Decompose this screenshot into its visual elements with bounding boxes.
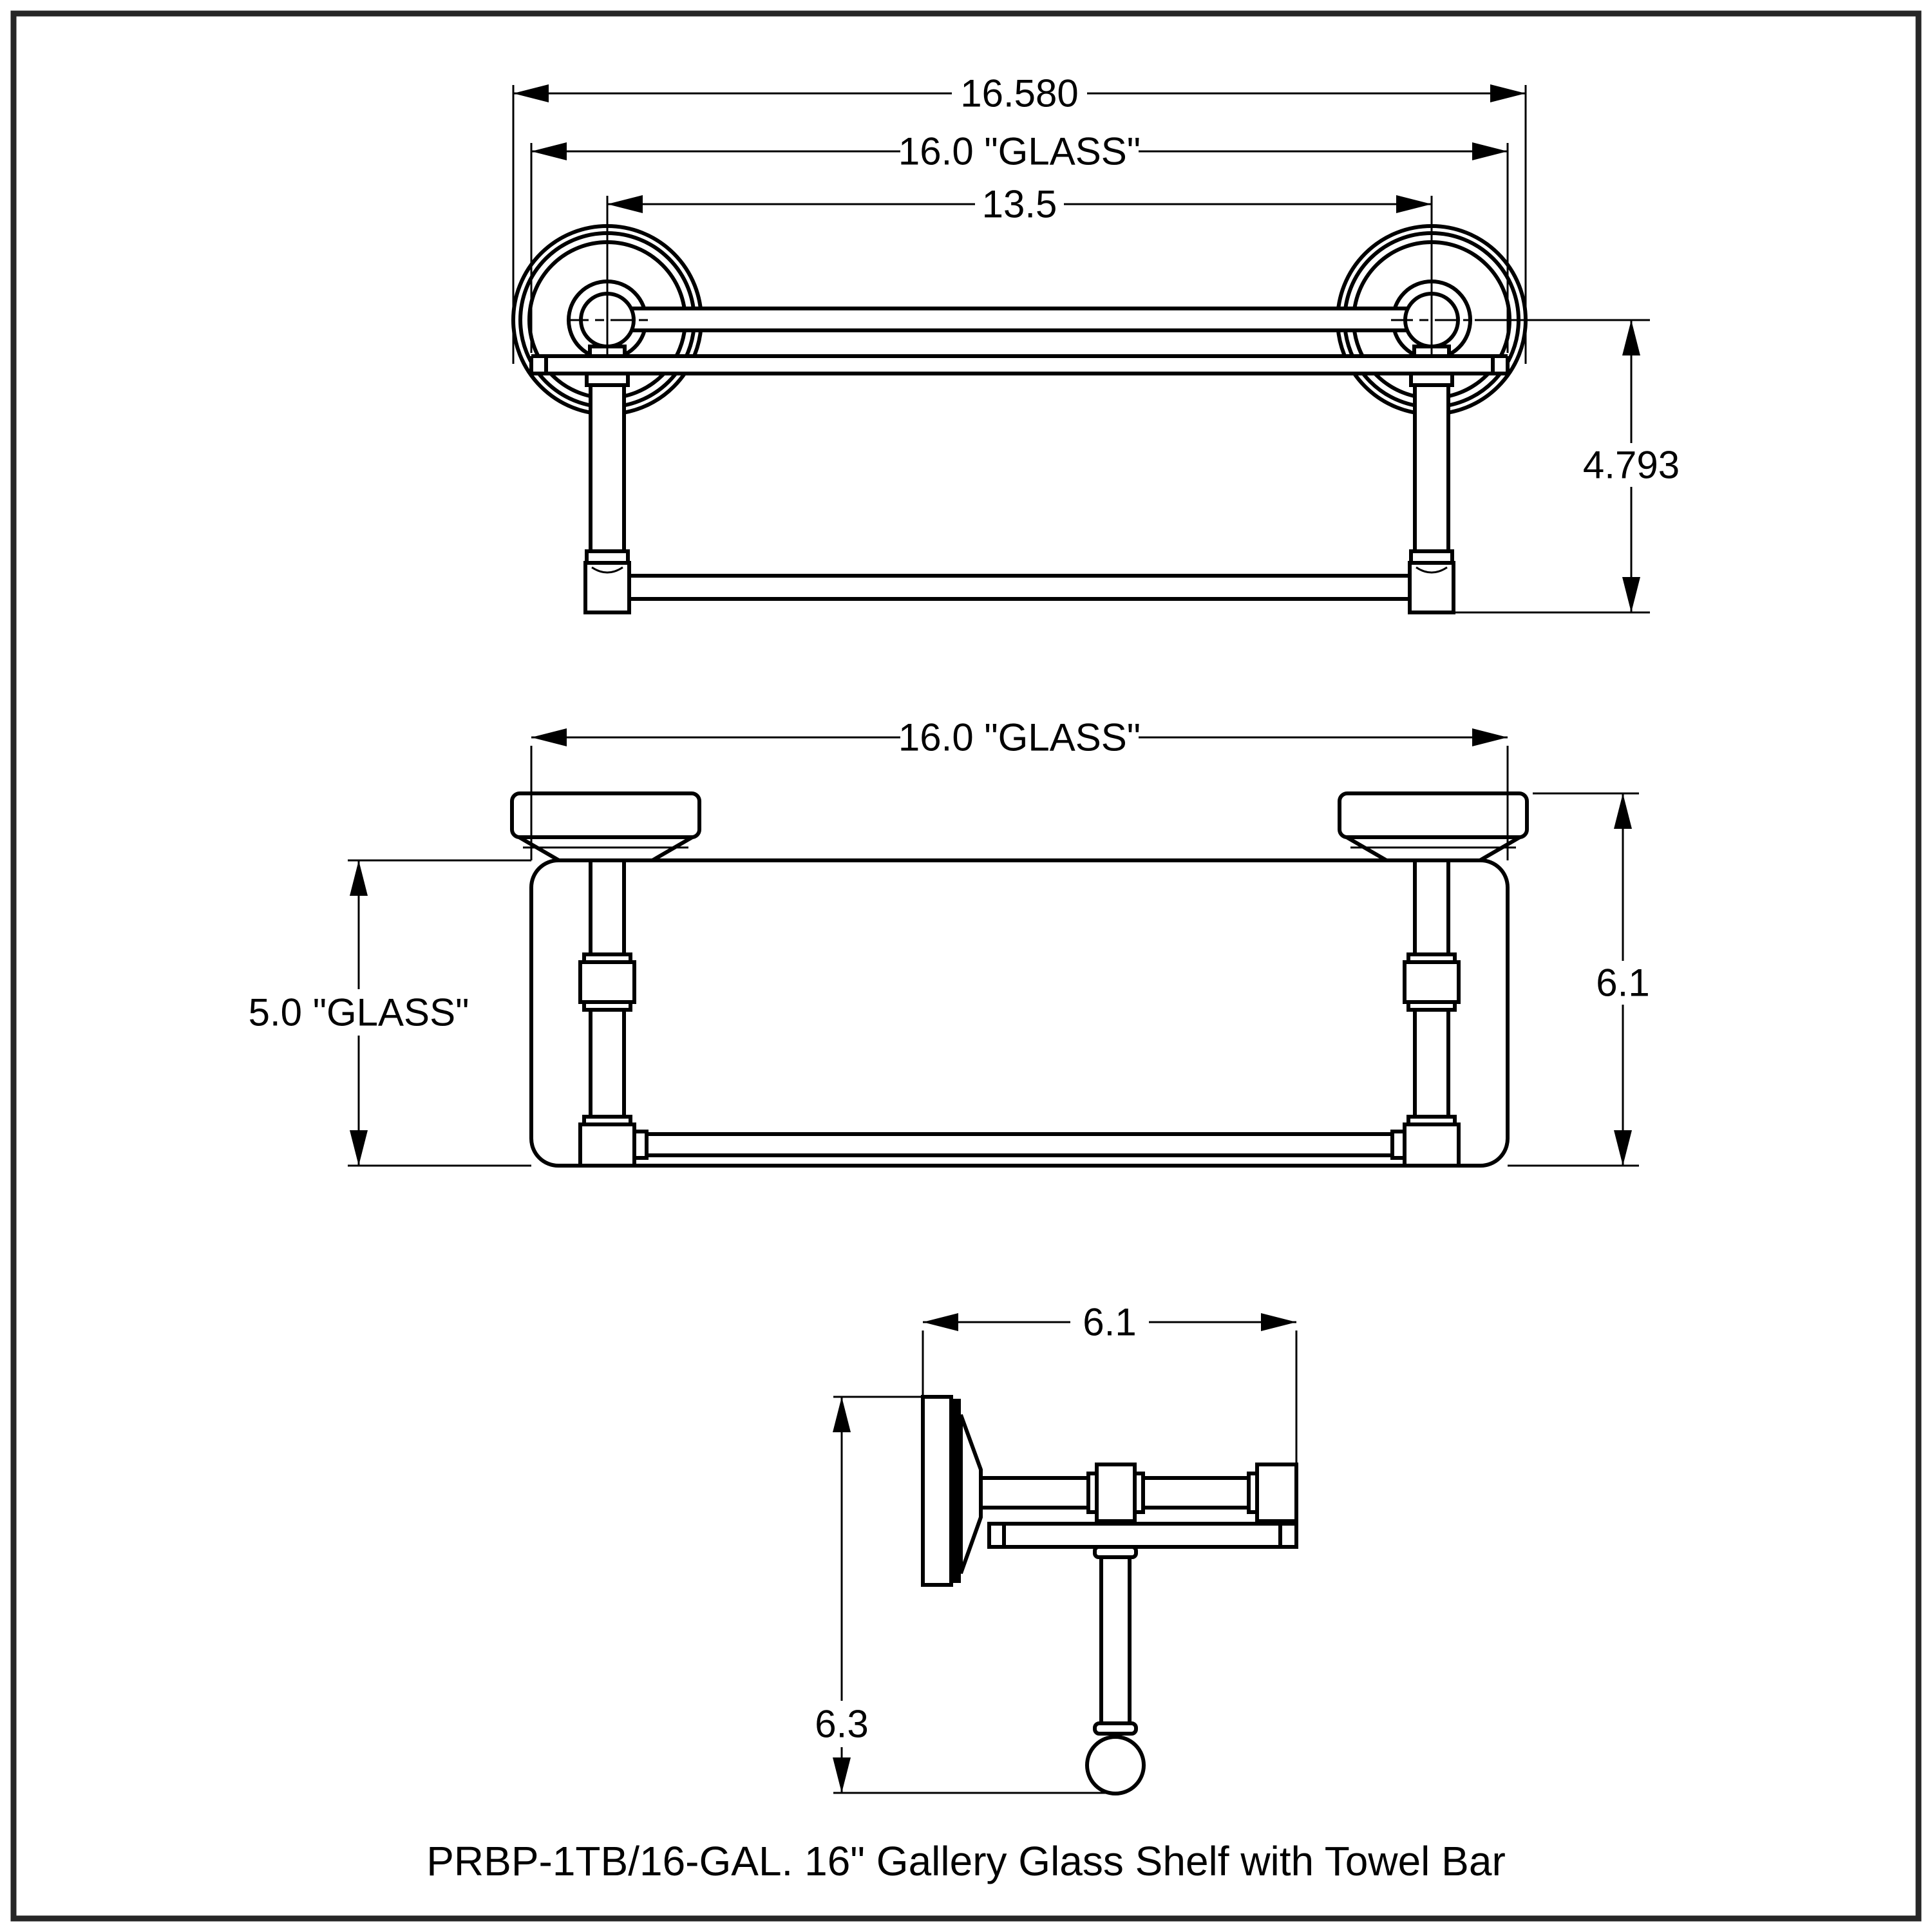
dim-overall-depth-plan: 6.1 bbox=[1508, 792, 1650, 1167]
dim-glass-width-front: 16.0 "GLASS" bbox=[530, 130, 1509, 353]
centerlines bbox=[567, 196, 1472, 354]
left-support-plan bbox=[578, 858, 649, 1168]
left-post bbox=[583, 372, 631, 614]
dim-overall-width: 16.580 bbox=[512, 72, 1527, 364]
towel-bar-front bbox=[629, 574, 1410, 601]
dim-glass-depth-label: 5.0 "GLASS" bbox=[249, 991, 469, 1034]
side-view: 6.1 6.3 bbox=[815, 1301, 1298, 1795]
towel-bar-post-side bbox=[1085, 1545, 1146, 1795]
dim-glass-width-front-label: 16.0 "GLASS" bbox=[898, 130, 1141, 173]
dim-height-side-label: 6.3 bbox=[815, 1703, 868, 1746]
support-arm-side bbox=[979, 1463, 1298, 1523]
right-support-plan bbox=[1390, 858, 1461, 1168]
glass-shelf-front bbox=[529, 354, 1510, 375]
front-view: 16.580 16.0 "GLASS" 13.5 bbox=[511, 72, 1680, 614]
dim-overall-depth-plan-label: 6.1 bbox=[1596, 961, 1649, 1005]
dim-glass-width-plan: 16.0 "GLASS" bbox=[530, 716, 1509, 860]
caption: PRBP-1TB/16-GAL. 16" Gallery Glass Shelf… bbox=[426, 1838, 1506, 1884]
towel-bar-plan bbox=[647, 1132, 1392, 1157]
dim-overall-width-label: 16.580 bbox=[960, 72, 1079, 115]
plan-view: 16.0 "GLASS" 5.0 "GLASS" 6.1 bbox=[249, 716, 1650, 1168]
dim-drop-height: 4.793 bbox=[1455, 319, 1680, 614]
dim-glass-depth: 5.0 "GLASS" bbox=[249, 859, 531, 1167]
dim-post-spacing: 13.5 bbox=[607, 183, 1432, 226]
dim-glass-width-plan-label: 16.0 "GLASS" bbox=[898, 716, 1141, 759]
left-mount-plate bbox=[510, 791, 701, 862]
dim-height-side: 6.3 bbox=[815, 1396, 1117, 1794]
glass-shelf-side bbox=[987, 1522, 1298, 1549]
glass-shelf-plan bbox=[529, 858, 1510, 1168]
wall-plate-side bbox=[921, 1395, 983, 1587]
right-post bbox=[1408, 372, 1455, 614]
towel-bar-ball bbox=[1085, 1735, 1146, 1795]
right-mount-plate bbox=[1338, 791, 1529, 862]
dim-drop-height-label: 4.793 bbox=[1583, 444, 1680, 487]
gallery-rail bbox=[632, 307, 1407, 332]
dim-post-spacing-label: 13.5 bbox=[982, 183, 1057, 226]
dim-depth-side-label: 6.1 bbox=[1083, 1301, 1136, 1344]
dim-depth-side: 6.1 bbox=[922, 1301, 1298, 1520]
page-border bbox=[10, 10, 1922, 1922]
